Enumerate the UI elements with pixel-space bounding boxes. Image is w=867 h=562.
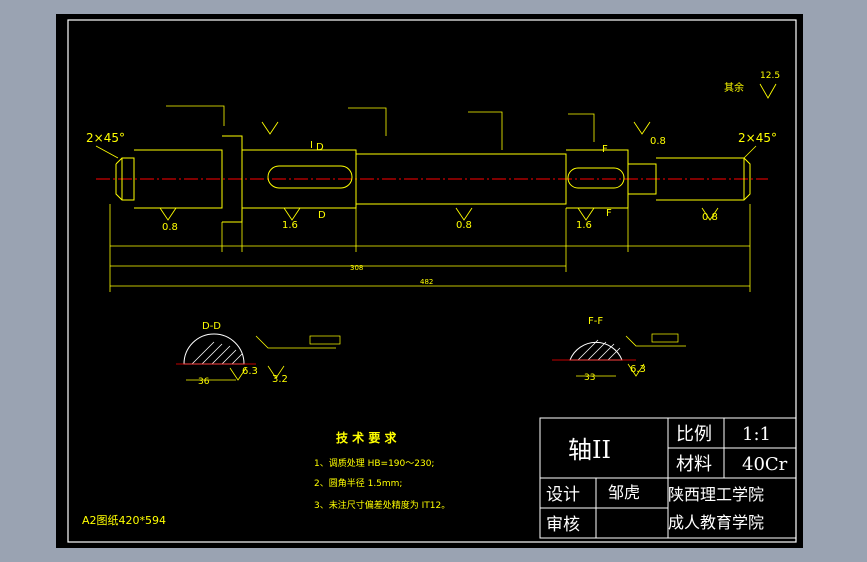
shaft-outline (115, 135, 751, 223)
material-value: 40Cr (742, 454, 788, 475)
school-name-line2: 成人教育学院 (668, 513, 764, 532)
section-label: I (310, 140, 313, 151)
roughness-value: 1.6 (576, 220, 592, 231)
sheet-border (67, 19, 797, 543)
material-label: 材料 (676, 454, 712, 475)
dimension-lines (95, 105, 757, 292)
scale-label: 比例 (676, 424, 712, 445)
roughness-value: 3.2 (272, 374, 288, 385)
roughness-value: 0.8 (650, 136, 666, 147)
section-dim: 36 (198, 377, 210, 387)
tech-requirement-item: 1、调质处理 HB=190～230; (314, 457, 434, 469)
tech-requirement-item: 2、圆角半径 1.5mm; (314, 477, 402, 489)
scale-value: 1:1 (742, 424, 771, 445)
section-label: D (318, 210, 326, 221)
section-label: F (602, 144, 608, 155)
shaft-drawing: 2×45° 2×45° 其余 12.5 0.8 1.6 0.8 1.6 0.8 … (67, 19, 797, 543)
chamfer-right-label: 2×45° (738, 131, 777, 145)
tech-requirements-title: 技 术 要 求 (336, 430, 398, 445)
roughness-symbols (159, 83, 777, 221)
rest-roughness-label: 其余 (724, 81, 744, 94)
section-title: F-F (588, 316, 603, 327)
overall-dim: 482 (420, 278, 433, 286)
section-label: D (316, 142, 324, 153)
section-dim: 33 (584, 373, 595, 383)
part-name: 轴II (568, 436, 611, 464)
check-label: 审核 (546, 515, 580, 535)
title-block (539, 417, 797, 539)
school-name-line1: 陕西理工学院 (668, 485, 764, 504)
section-label: F (606, 208, 612, 219)
roughness-value: 0.8 (162, 222, 178, 233)
paper-size-note: A2图纸420*594 (82, 514, 166, 527)
overall-dim: 308 (350, 264, 363, 272)
roughness-value: 6.3 (242, 366, 258, 377)
designer-name: 邹虎 (608, 483, 640, 502)
rest-roughness-value: 12.5 (760, 71, 780, 81)
roughness-value: 0.8 (702, 212, 718, 223)
roughness-value: 6.3 (630, 364, 646, 375)
design-label: 设计 (546, 485, 580, 505)
roughness-value: 0.8 (456, 220, 472, 231)
section-d-d: D-D 36 6.3 3.2 (176, 321, 341, 387)
chamfer-left-label: 2×45° (86, 131, 125, 145)
drawing-sheet: 2×45° 2×45° 其余 12.5 0.8 1.6 0.8 1.6 0.8 … (56, 14, 803, 548)
section-title: D-D (202, 321, 221, 332)
roughness-value: 1.6 (282, 220, 298, 231)
tech-requirement-item: 3、未注尺寸偏差处精度为 IT12。 (314, 499, 450, 511)
section-f-f: F-F 33 6.3 (552, 316, 686, 383)
